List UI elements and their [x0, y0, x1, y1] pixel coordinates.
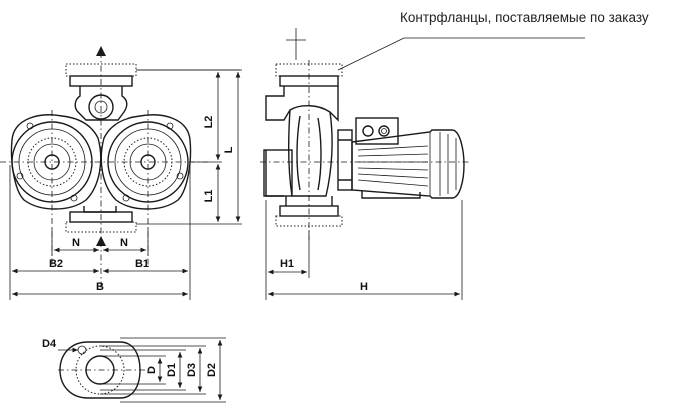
- label-D3: D3: [186, 363, 198, 377]
- front-view: L2 L1 L N N B2 B1 B: [0, 46, 242, 300]
- side-bottom-counter-flange: [275, 215, 343, 227]
- counter-flange-note: Контрфланцы, поставляемые по заказу: [400, 10, 649, 25]
- label-L: L: [223, 146, 235, 153]
- motor-body: [351, 129, 465, 199]
- label-B: B: [96, 281, 104, 293]
- label-H: H: [360, 281, 368, 293]
- label-D2: D2: [206, 363, 218, 377]
- flow-arrow-top: [96, 46, 106, 56]
- side-view: H1 H: [260, 28, 585, 300]
- label-D: D: [146, 366, 158, 374]
- left-impeller-housing: [11, 121, 93, 203]
- label-B2: B2: [49, 258, 63, 270]
- label-L2: L2: [203, 116, 215, 129]
- label-B1: B1: [135, 258, 149, 270]
- label-N-left: N: [72, 237, 80, 249]
- bottom-counter-flange: [65, 221, 137, 233]
- label-H1: H1: [280, 258, 294, 270]
- label-D4: D4: [42, 338, 57, 350]
- note-leader: [337, 37, 405, 71]
- terminal-box: [355, 117, 399, 145]
- label-D1: D1: [166, 363, 178, 377]
- label-N-right: N: [120, 237, 128, 249]
- label-L1: L1: [203, 190, 215, 203]
- flange-detail: D4 D D1 D3 D2: [42, 337, 226, 403]
- flange-bolt-hole: [77, 345, 87, 355]
- flow-arrow-bottom: [96, 236, 106, 246]
